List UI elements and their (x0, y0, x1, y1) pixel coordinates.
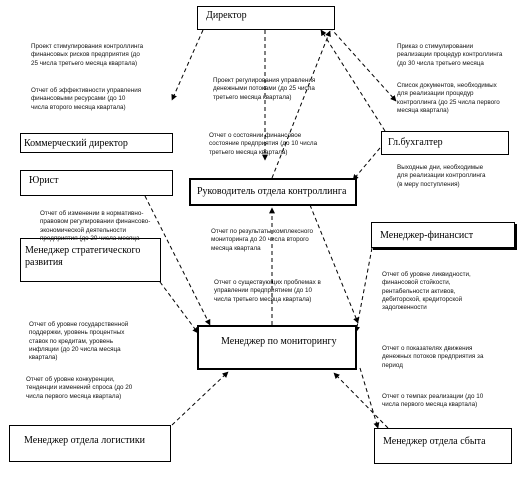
arrow-director-to-commercial (171, 29, 204, 101)
note-sales-pace: Отчет о темпах реализации (до 10 числа п… (382, 393, 484, 409)
box-director: Директор (197, 6, 335, 30)
box-sales-manager-label: Менеджер отдела сбыта (383, 436, 486, 447)
arrow-director-to-accountant (324, 21, 397, 102)
note-documents-list: Список документов, необходимых для реали… (397, 82, 500, 114)
note-competition: Отчет об уровне конкуренции, тенденции и… (26, 376, 133, 400)
note-risk-project: Проект стимулирования контроллинга финан… (31, 43, 144, 67)
arrow-lawyer-to-monitoring (144, 195, 211, 326)
note-state-support: Отчет об уровне государственной поддержк… (29, 321, 129, 362)
box-controlling-head: Руководитель отдела контроллинга (189, 178, 357, 206)
box-sales-manager: Менеджер отдела сбыта (374, 428, 512, 464)
note-cashflow-project: Проект регулирования управления денежным… (213, 77, 316, 101)
arrow-monitoring-to-sales (359, 367, 380, 429)
arrow-accountant-to-controlling (352, 147, 381, 181)
box-strategy-manager: Менеджер стратегического развития (20, 238, 161, 282)
note-cashflow-indicators: Отчет о показателях движения денежных по… (382, 345, 484, 369)
arrow-strategy-to-monitoring (159, 281, 199, 334)
box-monitoring-manager: Менеджер по мониторингу (197, 325, 357, 370)
arrow-controlling-to-director (271, 30, 331, 179)
box-finance-manager: Менеджер-финансист (371, 222, 515, 248)
arrow-finance-to-monitoring (354, 247, 373, 333)
box-chief-accountant-label: Гл.бухгалтер (388, 137, 443, 148)
note-legal-changes: Отчет об изменении в нормативно- правово… (40, 210, 151, 242)
arrow-controlling-to-monitoring (309, 204, 359, 324)
box-logistics-manager: Менеджер отдела логистики (9, 425, 171, 462)
box-finance-manager-label: Менеджер-финансист (380, 230, 474, 241)
box-lawyer: Юрист (20, 170, 173, 196)
arrow-logistics-to-monitoring (171, 371, 229, 426)
box-commercial-director-label: Коммерческий директор (24, 138, 128, 149)
box-director-label: Директор (206, 10, 247, 21)
box-lawyer-label: Юрист (29, 175, 59, 186)
note-complex-monitoring: Отчет по результаты комплексного монитор… (211, 228, 313, 252)
note-financial-state: Отчет о состоянии финансовое состояние п… (209, 132, 318, 156)
box-strategy-manager-label: Менеджер стратегического развития (25, 245, 141, 268)
arrow-accountant-to-director (320, 29, 386, 132)
note-liquidity: Отчет об уровне ликвидности, финансовой … (382, 271, 471, 312)
box-controlling-head-label: Руководитель отдела контроллинга (197, 186, 347, 197)
box-monitoring-manager-label: Менеджер по мониторингу (221, 336, 337, 347)
box-chief-accountant: Гл.бухгалтер (381, 131, 509, 155)
box-logistics-manager-label: Менеджер отдела логистики (24, 435, 146, 446)
note-management-problems: Отчет о существующих проблемах в управле… (214, 279, 321, 303)
note-resource-efficiency: Отчет об эффективности управления финанс… (31, 87, 142, 111)
box-commercial-director: Коммерческий директор (20, 133, 173, 153)
arrow-sales-to-monitoring (333, 372, 389, 429)
note-days-off: Выходные дни, необходимые для реализации… (397, 164, 486, 188)
note-controlling-order: Приказ о стимулировании реализации проце… (397, 43, 503, 67)
